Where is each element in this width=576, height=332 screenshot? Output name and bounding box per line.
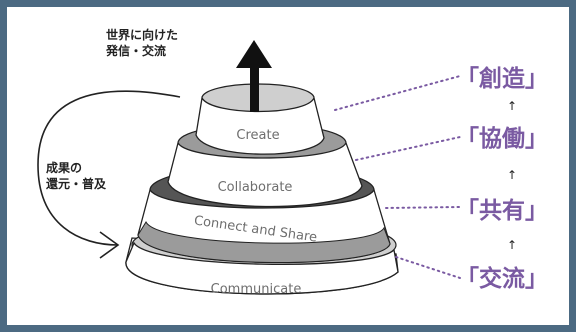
stage-separator-1: ↑ (507, 99, 517, 113)
stage-label-share: 「共有」 (456, 197, 548, 224)
top-caption-line1: 世界に向けた (106, 27, 178, 42)
stage-label-collaborate: 「協働」 (456, 126, 548, 152)
stage-label-create: 「創造」 (456, 66, 548, 92)
dotted-leaders (334, 75, 461, 279)
stage-separator-3: ↑ (507, 238, 517, 252)
upward-arrow (236, 40, 272, 112)
leader-create (334, 75, 461, 111)
curved-return-arrow (37, 90, 181, 259)
side-caption-line1: 成果の (46, 160, 82, 175)
leader-communicate (395, 256, 461, 279)
stage-label-exchange: 「交流」 (456, 265, 548, 292)
tier-label-create: Create (236, 128, 279, 143)
side-caption-line2: 還元・普及 (46, 176, 107, 191)
top-caption-line2: 発信・交流 (105, 43, 166, 58)
tier-label-communicate: Communicate (211, 282, 302, 297)
stage-separator-2: ↑ (507, 168, 517, 182)
tier-create: Create (195, 83, 325, 155)
tier-label-collaborate: Collaborate (218, 180, 293, 195)
leader-connect (385, 206, 461, 209)
leader-collaborate (355, 136, 461, 161)
